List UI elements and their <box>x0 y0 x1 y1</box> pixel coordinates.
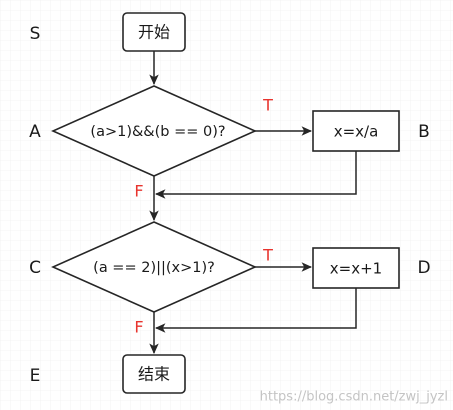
start-node-label: 开始 <box>138 23 170 42</box>
decision1-label: (a>1)&&(b == 0)? <box>90 124 225 140</box>
end-node-box <box>122 354 186 394</box>
decision2-false-label: F <box>134 318 143 337</box>
process2-box <box>312 247 400 289</box>
edge-process2-return <box>154 288 357 333</box>
row-label-a: A <box>29 122 41 142</box>
watermark-text: https://blog.csdn.net/zwj_jyzl <box>260 390 448 405</box>
decision1-true-label: T <box>262 96 273 115</box>
end-node-label: 结束 <box>138 365 170 384</box>
row-label-d: D <box>417 258 430 278</box>
row-label-e: E <box>30 366 41 386</box>
row-label-c: C <box>29 258 41 278</box>
row-label-s: S <box>30 24 41 44</box>
row-label-b: B <box>418 122 430 142</box>
decision2-node[interactable]: (a == 2)||(x>1)? <box>51 221 257 313</box>
start-node[interactable]: 开始 <box>122 12 186 52</box>
decision2-label: (a == 2)||(x>1)? <box>93 260 215 276</box>
end-node[interactable]: 结束 <box>122 354 186 394</box>
decision2-true-label: T <box>262 246 273 265</box>
edge-process1-return <box>154 151 357 199</box>
process2-node[interactable]: x=x+1 <box>312 247 400 289</box>
process1-label: x=x/a <box>334 123 379 141</box>
process1-node[interactable]: x=x/a <box>312 110 400 152</box>
process2-label: x=x+1 <box>330 260 382 278</box>
decision1-false-label: F <box>134 182 143 201</box>
